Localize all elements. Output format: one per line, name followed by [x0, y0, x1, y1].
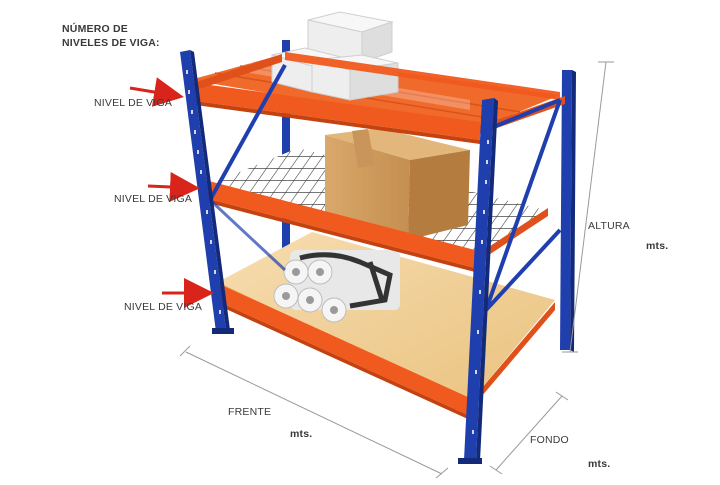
- upright-slots: [186, 70, 489, 434]
- width-unit: mts.: [290, 428, 313, 440]
- depth-label: FONDO: [530, 434, 569, 446]
- height-unit: mts.: [646, 240, 669, 252]
- width-dimension-line: [179, 345, 449, 479]
- paper-rolls: [273, 250, 400, 323]
- arrow-level-2: [147, 171, 200, 202]
- cardboard-box: [325, 128, 470, 240]
- depth-unit: mts.: [588, 458, 611, 470]
- width-label: FRENTE: [228, 406, 272, 418]
- height-dimension-line: [562, 61, 614, 353]
- level-label-2: NIVEL DE VIGA: [114, 193, 193, 205]
- back-upright-right: [560, 70, 576, 352]
- front-beam-middle: [205, 180, 475, 272]
- level-label-3: NIVEL DE VIGA: [124, 301, 203, 313]
- front-beam-bottom: [215, 282, 470, 420]
- diagram-title: NÚMERO DE NIVELES DE VIGA:: [62, 22, 172, 50]
- side-bracing: [208, 64, 562, 312]
- level-label-1: NIVEL DE VIGA: [94, 97, 173, 109]
- title-line-2: NIVELES DE VIGA:: [62, 37, 160, 49]
- depth-dimension-line: [489, 391, 569, 475]
- front-upright-right: [458, 98, 498, 464]
- title-line-1: NÚMERO DE: [62, 23, 128, 35]
- arrow-level-1: [129, 77, 184, 107]
- height-label: ALTURA: [588, 220, 630, 232]
- front-upright-left: [180, 50, 234, 334]
